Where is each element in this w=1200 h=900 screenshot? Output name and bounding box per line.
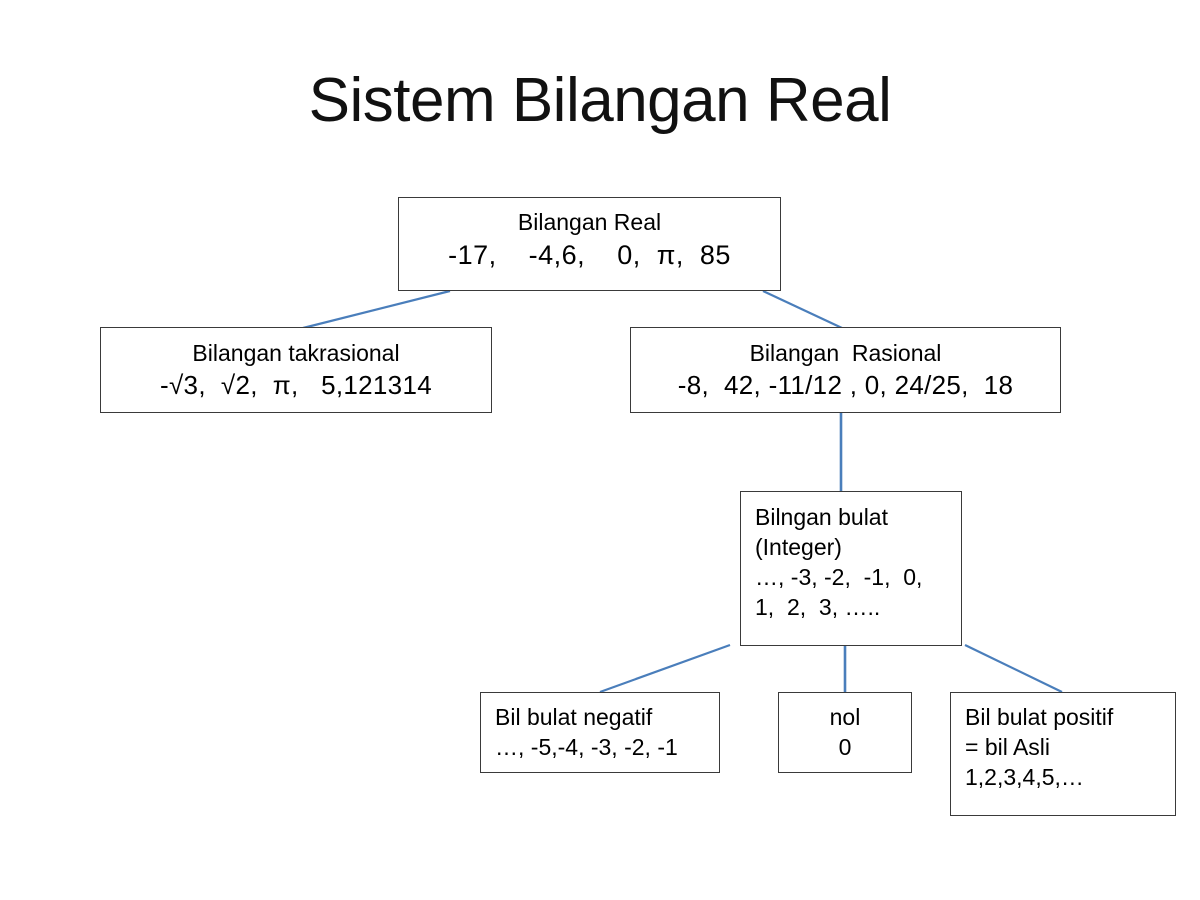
node-bilangan-takrasional-heading: Bilangan takrasional [192,340,400,366]
page-title: Sistem Bilangan Real [308,66,892,135]
connector-bulat-to-positif [964,644,1063,693]
node-bilangan-takrasional-values: -√3, √2, π, 5,121314 [160,369,432,400]
node-bilangan-bulat-line4: 1, 2, 3, ….. [755,593,881,620]
node-bilangan-bulat[interactable]: Bilngan bulat (Integer) …, -3, -2, -1, 0… [740,491,962,646]
node-bil-bulat-positif-line2: = bil Asli [965,733,1051,760]
connector-bulat-to-negatif [599,643,731,694]
node-bilangan-bulat-line3: …, -3, -2, -1, 0, [755,563,923,590]
node-bilangan-rasional-values: -8, 42, -11/12 , 0, 24/25, 18 [677,369,1014,400]
node-bilangan-takrasional[interactable]: Bilangan takrasional -√3, √2, π, 5,12131… [100,327,492,413]
connector-real-to-irasional [302,289,451,330]
node-bilangan-real-heading: Bilangan Real [517,209,662,235]
node-bilangan-bulat-line1: Bilngan bulat [755,504,888,530]
node-nol-line2: 0 [838,733,852,760]
node-bilangan-real-values: -17, -4,6, 0, π, 85 [448,239,731,270]
node-bil-bulat-negatif[interactable]: Bil bulat negatif …, -5,-4, -3, -2, -1 [480,692,720,773]
node-bilangan-rasional-heading: Bilangan Rasional [749,340,942,366]
node-bilangan-bulat-line2: (Integer) [755,533,842,560]
node-bil-bulat-positif-line3: 1,2,3,4,5,… [965,763,1084,790]
node-bil-bulat-positif[interactable]: Bil bulat positif = bil Asli 1,2,3,4,5,… [950,692,1176,816]
node-nol-line1: nol [829,704,861,730]
node-bilangan-rasional[interactable]: Bilangan Rasional -8, 42, -11/12 , 0, 24… [630,327,1061,413]
node-bilangan-real[interactable]: Bilangan Real -17, -4,6, 0, π, 85 [398,197,781,291]
node-bil-bulat-negatif-line1: Bil bulat negatif [495,704,653,730]
node-bil-bulat-negatif-line2: …, -5,-4, -3, -2, -1 [495,733,678,760]
node-bil-bulat-positif-line1: Bil bulat positif [965,704,1114,730]
connector-real-to-rasional [762,290,843,329]
node-nol[interactable]: nol 0 [778,692,912,773]
